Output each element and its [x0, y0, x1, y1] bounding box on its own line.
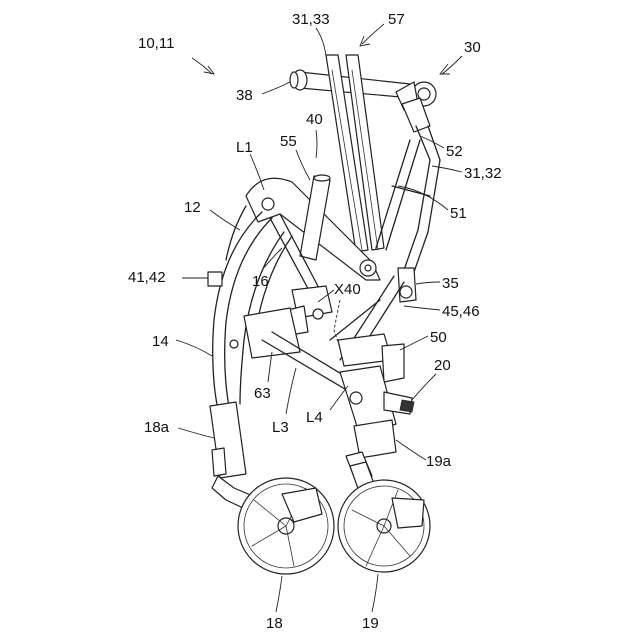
label-19: 19 [362, 615, 379, 632]
label-51: 51 [450, 205, 467, 222]
label-50: 50 [430, 329, 447, 346]
label-57: 57 [388, 11, 405, 28]
label-14: 14 [152, 333, 169, 350]
label-x40: X40 [334, 281, 361, 298]
rear-push-frame [376, 126, 440, 272]
rear-leg [340, 366, 414, 458]
label-l3: L3 [272, 419, 289, 436]
label-35: 35 [442, 275, 459, 292]
label-31-32: 31,32 [464, 165, 502, 182]
label-41-42: 41,42 [128, 269, 166, 286]
label-10-11: 10,11 [138, 35, 174, 52]
label-12: 12 [184, 199, 201, 216]
label-38: 38 [236, 87, 253, 104]
label-18: 18 [266, 615, 283, 632]
label-30: 30 [464, 39, 481, 56]
label-31-33: 31,33 [292, 11, 330, 28]
label-l4: L4 [306, 409, 323, 426]
label-63: 63 [254, 385, 271, 402]
rear-wheel [338, 480, 430, 572]
front-wheel [238, 478, 334, 574]
label-52: 52 [446, 143, 463, 160]
label-l1: L1 [236, 139, 253, 156]
label-18a: 18a [144, 419, 170, 436]
label-20: 20 [434, 357, 451, 374]
label-40: 40 [306, 111, 323, 128]
label-16: 16 [252, 273, 269, 290]
label-55: 55 [280, 133, 297, 150]
label-19a: 19a [426, 453, 452, 470]
label-45-46: 45,46 [442, 303, 480, 320]
